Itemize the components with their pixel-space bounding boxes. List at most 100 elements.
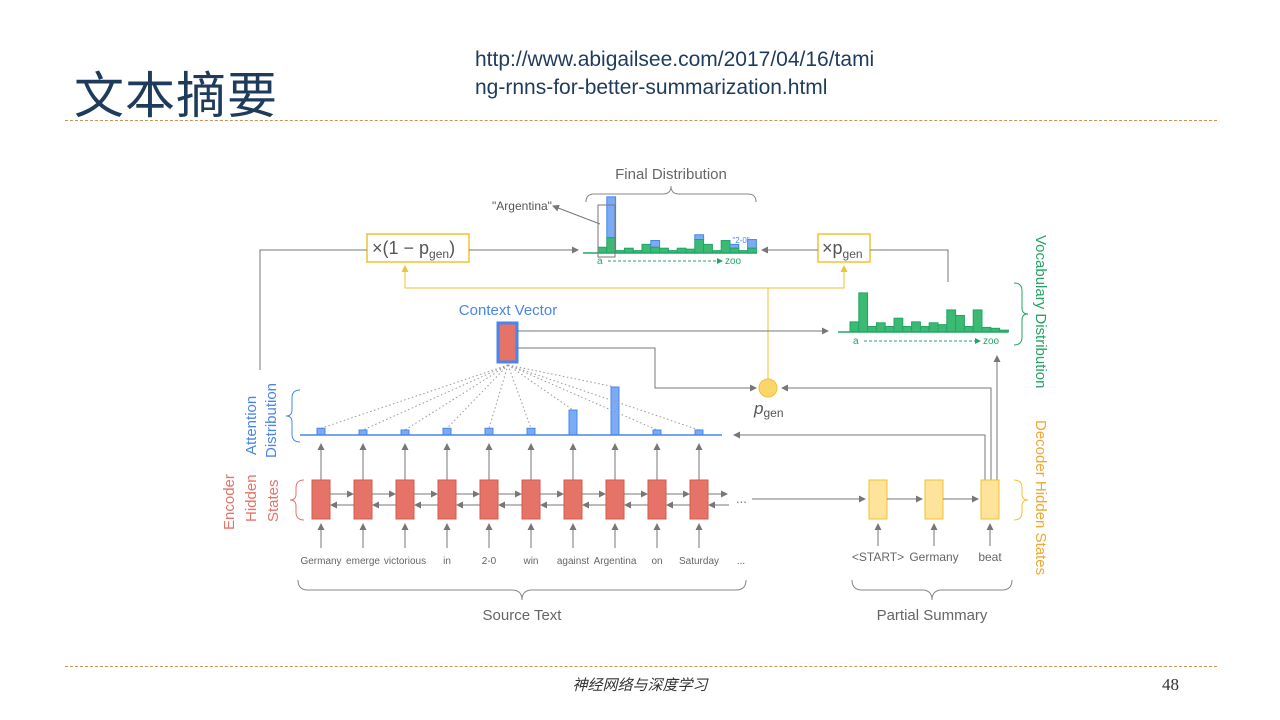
encoder-cell: [689, 479, 709, 520]
final-bar-vocab: [597, 246, 608, 254]
final-bar-vocab: [641, 243, 652, 254]
attention-label-2: Distribution: [263, 383, 280, 458]
source-word: victorious: [384, 556, 426, 567]
attention-link: [404, 364, 509, 431]
source-word: 2-0: [482, 556, 497, 567]
attention-link: [446, 364, 509, 429]
attention-brace: [285, 389, 301, 443]
attention-bar: [484, 427, 494, 436]
vocab-bar: [928, 322, 939, 333]
source-text-label: Source Text: [483, 607, 563, 624]
source-word: Saturday: [679, 556, 719, 567]
attention-link: [488, 364, 509, 429]
source-url[interactable]: http://www.abigailsee.com/2017/04/16/tam…: [475, 46, 945, 102]
context-vector-label: Context Vector: [459, 302, 557, 319]
encoder-label-3: States: [265, 479, 282, 522]
encoder-cell: [479, 479, 499, 520]
attention-bar: [442, 427, 452, 436]
final-bar-attention: [694, 234, 705, 241]
argentina-highlight: [597, 204, 616, 258]
attention-label-1: Attention: [243, 396, 260, 455]
svg-text:pgen: pgen: [753, 399, 784, 420]
context-to-pgen-arrow: [517, 347, 757, 392]
final-bar-vocab: [703, 243, 713, 254]
two-zero-label: "2-0": [732, 236, 749, 245]
encoder-cell: [311, 479, 331, 520]
encoder-cell: [395, 479, 415, 520]
final-axis-zoo: zoo: [725, 256, 742, 267]
attention-bar: [316, 427, 326, 436]
vocab-bar: [867, 325, 877, 333]
encoder-ellipsis: ...: [736, 491, 747, 506]
summary-word: beat: [978, 550, 1002, 564]
final-bar-vocab: [606, 237, 617, 254]
encoder-label-2: Hidden: [243, 474, 260, 522]
attention-bar: [610, 386, 620, 436]
final-bar-attention: [650, 240, 661, 248]
svg-text:×pgen: ×pgen: [822, 238, 863, 261]
decoder-cell: [868, 479, 888, 520]
summary-word: <START>: [852, 550, 904, 564]
pgen-to-right-box-line: [768, 265, 848, 289]
encoder-cell: [605, 479, 625, 520]
vocab-brace: [1013, 282, 1029, 346]
vocab-bar: [884, 325, 895, 333]
attention-distribution: [316, 364, 704, 436]
vocab-bar: [849, 321, 860, 333]
source-word: win: [522, 556, 538, 567]
footer-text: 神经网络与深度学习: [572, 676, 708, 694]
pgen-node: [758, 378, 778, 398]
final-bar-vocab: [720, 240, 731, 254]
final-distribution-brace: [585, 185, 757, 203]
vocab-bar: [875, 322, 886, 333]
vocab-bar: [902, 325, 913, 333]
vocabulary-distribution-bars: [849, 292, 1009, 333]
encoder-label-1: Encoder: [221, 474, 238, 530]
one-minus-pgen-box: [366, 233, 470, 263]
encoder-cell: [353, 479, 373, 520]
encoder-cell: [647, 479, 667, 520]
decoder-to-attention-arrow: [733, 431, 986, 480]
attention-bar: [568, 409, 578, 436]
decoder-cell: [980, 479, 1000, 520]
encoder-cell: [521, 479, 541, 520]
decoder-hidden-states-label: Decoder Hidden States: [1032, 420, 1049, 575]
page-number: 48: [1162, 675, 1179, 694]
vocab-bar: [919, 325, 930, 333]
vocab-bar: [893, 317, 904, 333]
vocab-axis-zoo: zoo: [983, 336, 1000, 347]
source-word: on: [651, 556, 662, 567]
vocab-axis-a: a: [853, 336, 859, 347]
partial-summary-label: Partial Summary: [877, 607, 988, 624]
footer-divider: [65, 666, 1217, 667]
source-word: in: [443, 556, 451, 567]
vocab-bar: [946, 309, 957, 333]
vocabulary-distribution-label: Vocabulary Distribution: [1032, 235, 1049, 388]
attention-link: [507, 364, 532, 429]
attention-link: [507, 364, 658, 431]
source-word: Germany: [300, 556, 341, 567]
vocab-bar: [972, 309, 983, 333]
url-line-2: ng-rnns-for-better-summarization.html: [475, 76, 828, 99]
source-word: emerge: [346, 556, 380, 567]
source-word: against: [557, 556, 589, 567]
attention-link: [362, 364, 509, 431]
vocab-bar: [937, 324, 948, 333]
final-distribution-label: Final Distribution: [615, 166, 727, 183]
vocab-to-pgen-box-line: [870, 249, 949, 282]
vocab-bar: [963, 325, 974, 333]
final-bar-vocab: [694, 239, 705, 254]
decoder-brace: [1013, 479, 1029, 521]
vocab-bar: [858, 292, 869, 333]
final-bar-attention: [606, 196, 617, 239]
final-bar-vocab: [650, 246, 661, 254]
argentina-pointer: [552, 204, 601, 225]
encoder-cell: [563, 479, 583, 520]
source-word: ...: [737, 556, 745, 567]
argentina-label: "Argentina": [492, 199, 552, 213]
attention-to-box-line: [259, 249, 367, 370]
vocab-bar: [911, 321, 921, 333]
